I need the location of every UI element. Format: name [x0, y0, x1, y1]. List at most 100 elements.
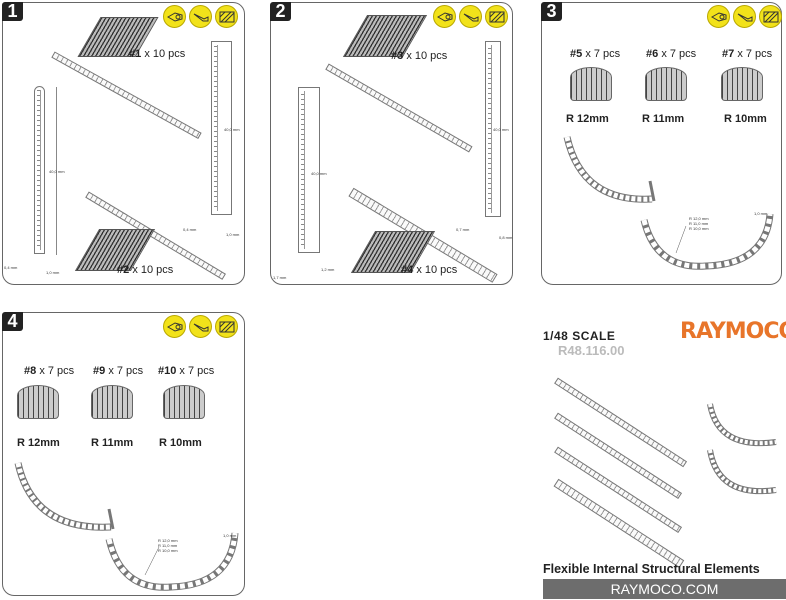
dim-length: 40,0 mm — [311, 171, 327, 176]
product-title: Flexible Internal Structural Elements — [543, 562, 760, 576]
dim-width: 1,0 mm — [754, 211, 768, 216]
rail-part-1 — [51, 51, 202, 140]
part-8-label: #8 x 7 pcs — [24, 365, 74, 377]
part-qty: x 10 pcs — [406, 50, 448, 62]
cutter-icon — [163, 5, 186, 28]
curved-sprue-5 — [570, 67, 612, 101]
dim-height: 1,2 mm — [321, 267, 335, 272]
part-2-label: #2 x 10 pcs — [117, 264, 173, 276]
step-3-panel: 3 #5 x 7 pcs #6 x 7 pcs #7 x 7 pcs R 12m… — [541, 2, 782, 285]
dim-width: 0,8 mm — [499, 235, 513, 240]
rail-part-3 — [325, 63, 473, 153]
part-id: #8 — [24, 365, 37, 377]
sanding-icon — [485, 5, 508, 28]
step-number: 1 — [2, 2, 23, 21]
dim-width: 1,0 mm — [46, 270, 60, 275]
rail-part-1-side — [211, 41, 232, 215]
step-number: 3 — [541, 2, 562, 21]
radius-label: R 10mm — [159, 437, 202, 449]
part-qty: x 7 pcs — [661, 48, 697, 60]
tool-icons — [707, 5, 782, 28]
part-id: #9 — [93, 365, 106, 377]
dim-length: 40,0 mm — [493, 127, 509, 132]
rail-part-4-side — [298, 87, 320, 253]
sanding-icon — [759, 5, 782, 28]
dim-radius: R 11,0 mm — [158, 543, 178, 548]
dim-radius: R 12,0 mm — [158, 538, 178, 543]
dim-radius: R 12,0 mm — [689, 216, 709, 221]
curved-sprue-10 — [163, 385, 205, 419]
radius-label: R 12mm — [566, 113, 609, 125]
dim-width: 1,0 mm — [223, 533, 237, 538]
cover-curved-rails — [707, 403, 777, 495]
radius-label: R 11mm — [642, 113, 685, 125]
part-qty: x 7 pcs — [179, 365, 215, 377]
sanding-icon — [215, 5, 238, 28]
curved-sprue-7 — [721, 67, 763, 101]
curved-rail-front — [640, 213, 774, 270]
dim-thickness: 0,4 mm — [183, 227, 197, 232]
knife-icon — [189, 5, 212, 28]
part-6-label: #6 x 7 pcs — [646, 48, 696, 60]
part-5-label: #5 x 7 pcs — [570, 48, 620, 60]
dim-radius: R 10,0 mm — [689, 226, 709, 231]
radius-label: R 10mm — [724, 113, 767, 125]
part-id: #5 — [570, 48, 583, 60]
cutter-icon — [707, 5, 730, 28]
radius-label: R 11mm — [91, 437, 134, 449]
dim-radius: R 10,0 mm — [158, 548, 178, 553]
part-1-label: #1 x 10 pcs — [129, 48, 185, 60]
knife-icon — [189, 315, 212, 338]
step-1-panel: 1 #1 x 10 pcs 40,0 mm 40,0 mm #2 x 10 pc… — [2, 2, 245, 285]
dim-length: 40,0 mm — [49, 169, 65, 174]
part-10-label: #10 x 7 pcs — [158, 365, 214, 377]
dim-width: 1,7 mm — [273, 275, 287, 280]
part-qty: x 7 pcs — [39, 365, 75, 377]
dim-width: 1,0 mm — [226, 232, 240, 237]
cutter-icon — [163, 315, 186, 338]
cutter-icon — [433, 5, 456, 28]
sanding-icon — [215, 315, 238, 338]
curved-sprue-6 — [645, 67, 687, 101]
dim-radius: R 11,0 mm — [689, 221, 709, 226]
curved-sprue-9 — [91, 385, 133, 419]
part-id: #4 — [401, 264, 414, 276]
website-link[interactable]: RAYMOCO.COM — [610, 581, 719, 597]
part-qty: x 7 pcs — [585, 48, 621, 60]
tool-icons — [433, 5, 508, 28]
knife-icon — [733, 5, 756, 28]
part-id: #7 — [722, 48, 735, 60]
part-id: #1 — [129, 48, 142, 60]
part-4-label: #4 x 10 pcs — [401, 264, 457, 276]
part-3-label: #3 x 10 pcs — [391, 50, 447, 62]
step-4-panel: 4 #8 x 7 pcs #9 x 7 pcs #10 x 7 pcs R 12… — [2, 312, 245, 596]
part-qty: x 10 pcs — [144, 48, 186, 60]
part-9-label: #9 x 7 pcs — [93, 365, 143, 377]
dim-thickness: 0,7 mm — [456, 227, 470, 232]
curved-rail-front — [105, 532, 239, 591]
dim-thickness: 0,4 mm — [4, 265, 18, 270]
part-id: #10 — [158, 365, 177, 377]
curved-rail-side — [14, 462, 115, 531]
step-number: 4 — [2, 312, 23, 331]
part-id: #2 — [117, 264, 130, 276]
brand-logo: RAYMOCO — [680, 319, 786, 344]
part-id: #3 — [391, 50, 404, 62]
step-2-panel: 2 #3 x 10 pcs 40,0 mm 40,0 mm #4 x 10 pc… — [270, 2, 513, 285]
curved-rail-side — [563, 136, 656, 203]
tool-icons — [163, 315, 238, 338]
website-banner: RAYMOCO.COM — [543, 579, 786, 599]
scale-label: 1/48 SCALE — [543, 329, 616, 343]
product-code: R48.116.00 — [558, 343, 625, 358]
part-qty: x 10 pcs — [132, 264, 174, 276]
knife-icon — [459, 5, 482, 28]
part-qty: x 10 pcs — [416, 264, 458, 276]
radius-label: R 12mm — [17, 437, 60, 449]
part-id: #6 — [646, 48, 659, 60]
step-number: 2 — [270, 2, 291, 21]
rail-part-3-side — [485, 41, 501, 217]
tool-icons — [163, 5, 238, 28]
part-qty: x 7 pcs — [108, 365, 144, 377]
rail-part-2-side — [34, 86, 45, 254]
part-qty: x 7 pcs — [737, 48, 773, 60]
